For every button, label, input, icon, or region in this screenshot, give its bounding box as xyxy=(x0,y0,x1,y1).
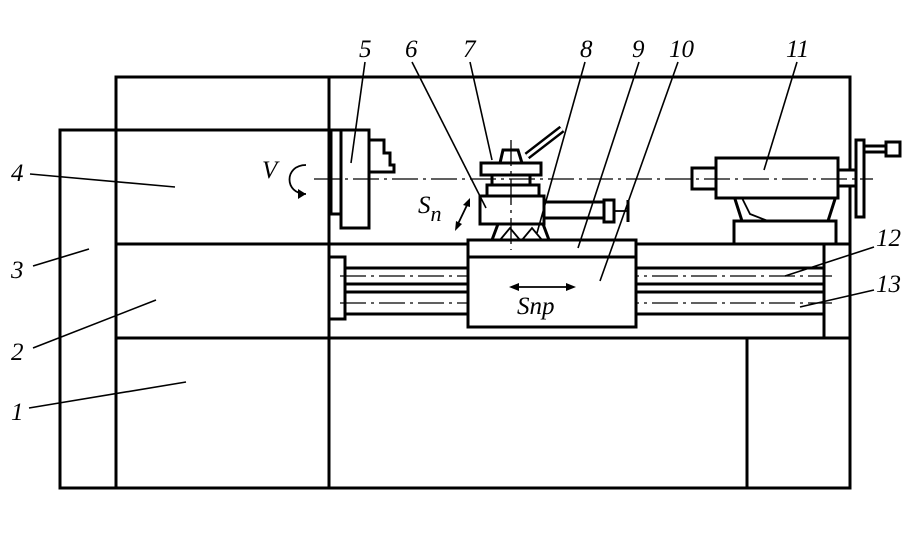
spindle-rotation-label: V xyxy=(262,157,280,184)
shaft-left-bracket xyxy=(327,255,347,321)
apron xyxy=(466,255,638,329)
leader-1 xyxy=(28,381,187,409)
left-pedestal xyxy=(58,128,118,490)
leader-4 xyxy=(29,173,176,188)
leader-13 xyxy=(799,289,875,308)
leader-lines xyxy=(28,61,875,409)
cross-feed-arrow xyxy=(455,198,470,231)
callout-labels: 4 3 2 1 5 6 7 8 9 10 11 12 13 V Sn Snp xyxy=(10,36,901,426)
leader-7 xyxy=(469,61,493,161)
leader-10 xyxy=(599,61,679,282)
callout-2: 2 xyxy=(11,339,24,366)
callout-6: 6 xyxy=(405,36,418,63)
callout-4: 4 xyxy=(11,160,24,187)
callout-10: 10 xyxy=(669,36,695,63)
leader-9 xyxy=(577,61,640,249)
longitudinal-feed-label: Snp xyxy=(517,293,555,320)
longitudinal-feed-arrow xyxy=(509,283,576,291)
callout-1: 1 xyxy=(11,399,24,426)
callout-7: 7 xyxy=(463,36,477,63)
leader-6 xyxy=(411,61,487,209)
main-frame xyxy=(114,75,852,490)
tailstock-base xyxy=(732,219,838,246)
callout-11: 11 xyxy=(786,36,809,63)
chuck-jaw xyxy=(367,138,396,174)
leader-12 xyxy=(784,246,875,277)
cross-feed-screw xyxy=(542,198,630,224)
tailstock-body xyxy=(714,156,840,200)
tailstock xyxy=(690,138,902,246)
leader-11 xyxy=(763,61,798,171)
rotation-arrow xyxy=(288,164,307,195)
callout-9: 9 xyxy=(632,36,645,63)
leader-8 xyxy=(536,61,586,234)
callout-13: 13 xyxy=(876,271,901,298)
callout-5: 5 xyxy=(359,36,372,63)
callout-12: 12 xyxy=(876,225,901,252)
compound-rest xyxy=(478,194,546,226)
carriage xyxy=(466,238,638,259)
cross-feed-label: Sn xyxy=(418,192,442,226)
tool-post xyxy=(478,125,565,226)
callout-8: 8 xyxy=(580,36,593,63)
leader-2 xyxy=(32,299,157,349)
leader-5 xyxy=(350,61,366,164)
leader-3 xyxy=(32,248,90,267)
callout-3: 3 xyxy=(10,257,24,284)
